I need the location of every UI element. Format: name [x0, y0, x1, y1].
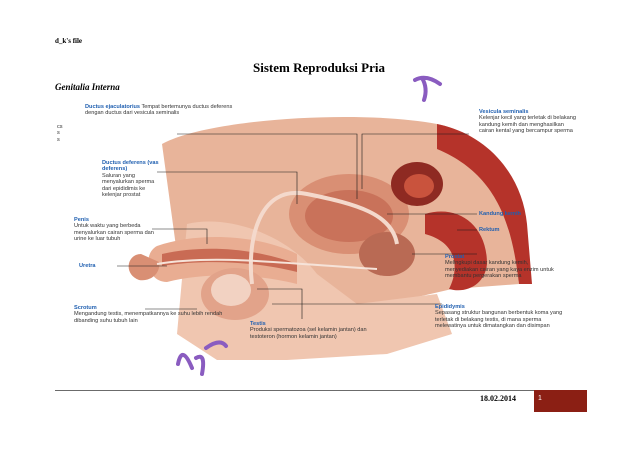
footer-date: 18.02.2014	[480, 394, 516, 403]
header-author: d_k's file	[55, 37, 83, 45]
page-title: Sistem Reproduksi Pria	[253, 60, 385, 75]
label-kandung-kemih: Kandung kemih	[479, 211, 521, 217]
page-number-box: 1	[534, 390, 587, 412]
label-rektum: Rektum	[479, 227, 500, 233]
anatomy-figure: cs s s Ductus ejaculatorius Tempat berte…	[57, 104, 587, 360]
label-vesicula-seminalis: Vesicula seminalis Kelenjar kecil yang t…	[479, 109, 577, 135]
label-scrotum: Scrotum Mengandung testis, menempatkanny…	[74, 305, 223, 324]
section-subtitle: Genitalia Interna	[55, 82, 120, 92]
label-left-clip: cs s s	[57, 124, 63, 143]
pen-mark-top	[413, 75, 442, 102]
page-number: 1	[538, 395, 542, 402]
label-uretra: Uretra	[79, 263, 96, 269]
label-prostat: Prostat Melingkupi dasar kandung kemih, …	[445, 254, 554, 280]
label-testis: Testis Produksi spermatozoa (sel kelamin…	[250, 321, 367, 340]
label-penis: Penis Untuk waktu yang berbeda menyalurk…	[74, 217, 154, 243]
pen-mark-bottom	[176, 340, 228, 376]
label-ductus-ejaculatorius: Ductus ejaculatorius Tempat bertemunya d…	[85, 104, 233, 117]
anatomy-illustration	[117, 116, 532, 360]
footer-divider	[55, 390, 535, 391]
label-epididymis: Epididymis Sepasang struktur bangunan be…	[435, 304, 563, 330]
label-ductus-deferens: Ductus deferens (vas deferens) Saluran y…	[102, 160, 159, 199]
